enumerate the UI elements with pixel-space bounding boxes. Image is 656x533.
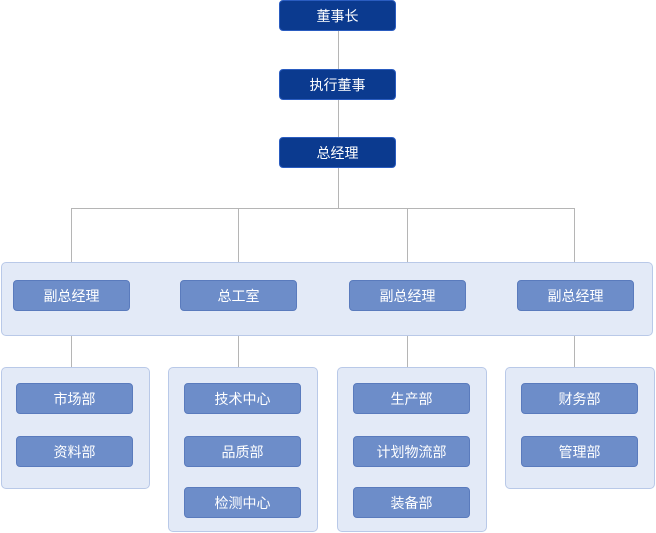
connector-line [338, 30, 339, 208]
connector-line [407, 336, 408, 367]
department-node[interactable]: 计划物流部 [353, 436, 470, 467]
deputy-gm-node-3[interactable]: 副总经理 [517, 280, 634, 311]
connector-line [238, 208, 239, 263]
department-node[interactable]: 装备部 [353, 487, 470, 518]
department-node[interactable]: 资料部 [16, 436, 133, 467]
department-node[interactable]: 品质部 [184, 436, 301, 467]
chairman-node[interactable]: 董事长 [279, 0, 396, 31]
department-node[interactable]: 管理部 [521, 436, 638, 467]
general-manager-node[interactable]: 总经理 [279, 137, 396, 168]
executive-director-node[interactable]: 执行董事 [279, 69, 396, 100]
connector-line [407, 208, 408, 263]
department-node[interactable]: 财务部 [521, 383, 638, 414]
connector-line [71, 208, 575, 209]
connector-line [71, 336, 72, 367]
connector-line [71, 208, 72, 263]
deputy-gm-node-2[interactable]: 副总经理 [349, 280, 466, 311]
department-node[interactable]: 生产部 [353, 383, 470, 414]
chief-engineer-office-node[interactable]: 总工室 [180, 280, 297, 311]
department-node[interactable]: 检测中心 [184, 487, 301, 518]
department-node[interactable]: 市场部 [16, 383, 133, 414]
connector-line [574, 336, 575, 367]
connector-line [238, 336, 239, 367]
deputy-gm-node-1[interactable]: 副总经理 [13, 280, 130, 311]
department-node[interactable]: 技术中心 [184, 383, 301, 414]
connector-line [574, 208, 575, 263]
